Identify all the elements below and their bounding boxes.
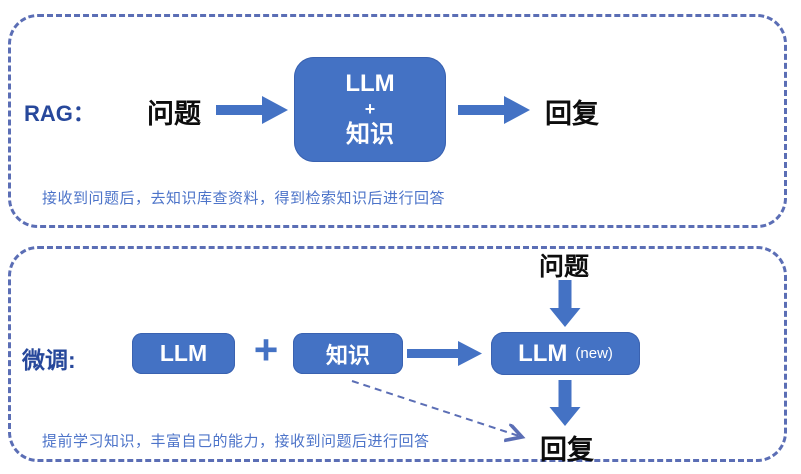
finetune-reply-node: 回复 bbox=[540, 435, 594, 465]
finetune-knowledge-box: 知识 bbox=[293, 333, 403, 374]
finetune-section-label: 微调: bbox=[22, 347, 76, 373]
finetune-question-node: 问题 bbox=[539, 253, 590, 281]
new-llm-suffix-label: (new) bbox=[575, 345, 613, 362]
rag-model-line1: LLM bbox=[345, 70, 395, 98]
finetune-caption: 提前学习知识，丰富自己的能力，接收到问题后进行回答 bbox=[42, 433, 430, 450]
rag-caption: 接收到问题后，去知识库查资料，得到检索知识后进行回答 bbox=[42, 190, 446, 207]
rag-model-line3: 知识 bbox=[346, 121, 394, 149]
new-llm-main-label: LLM bbox=[518, 339, 568, 367]
finetune-llm-box: LLM bbox=[132, 333, 235, 374]
finetune-new-llm-box: LLM (new) bbox=[491, 332, 640, 375]
rag-section-label: RAG： bbox=[24, 101, 95, 126]
rag-reply-node: 回复 bbox=[545, 99, 599, 129]
plus-icon: + bbox=[253, 326, 279, 373]
rag-llm-knowledge-box: LLM + 知识 bbox=[294, 57, 446, 162]
rag-model-plus: + bbox=[364, 98, 376, 119]
rag-question-node: 问题 bbox=[147, 99, 201, 129]
